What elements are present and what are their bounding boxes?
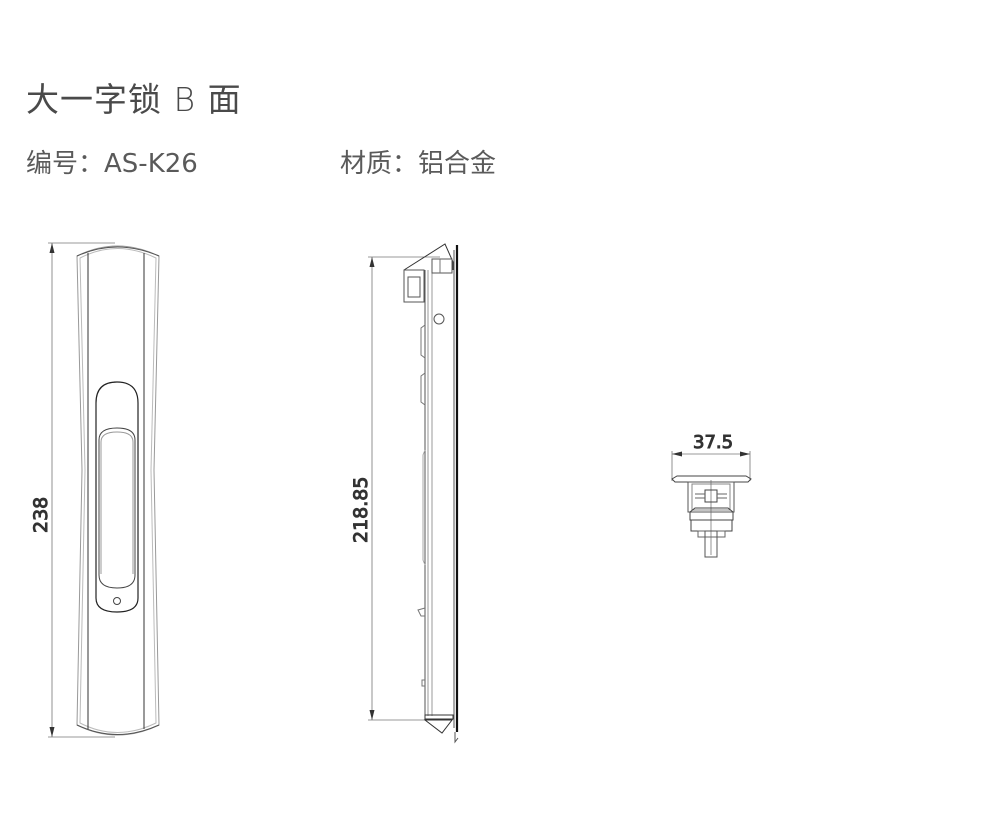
top-view: 37.5 xyxy=(671,432,752,558)
top-dimension-line xyxy=(671,451,751,481)
product-code: 编号：AS-K26 xyxy=(26,146,198,182)
top-dimension-label: 37.5 xyxy=(693,432,733,453)
material-value: 铝合金 xyxy=(418,149,497,179)
keyhole-icon xyxy=(113,597,121,605)
product-title: 大一字锁 B 面 xyxy=(26,80,242,119)
side-view: 218.85 xyxy=(350,243,459,744)
side-dimension-line xyxy=(368,256,440,721)
side-dimension-label: 218.85 xyxy=(350,477,372,543)
handle-recess xyxy=(95,381,139,613)
material-label: 材质： xyxy=(340,149,419,179)
code-value: AS-K26 xyxy=(104,149,198,179)
front-dimension-line xyxy=(48,242,115,738)
front-dimension-label: 238 xyxy=(30,497,52,533)
front-view: 238 xyxy=(30,242,160,738)
code-label: 编号： xyxy=(26,149,105,179)
product-material: 材质：铝合金 xyxy=(340,146,496,182)
